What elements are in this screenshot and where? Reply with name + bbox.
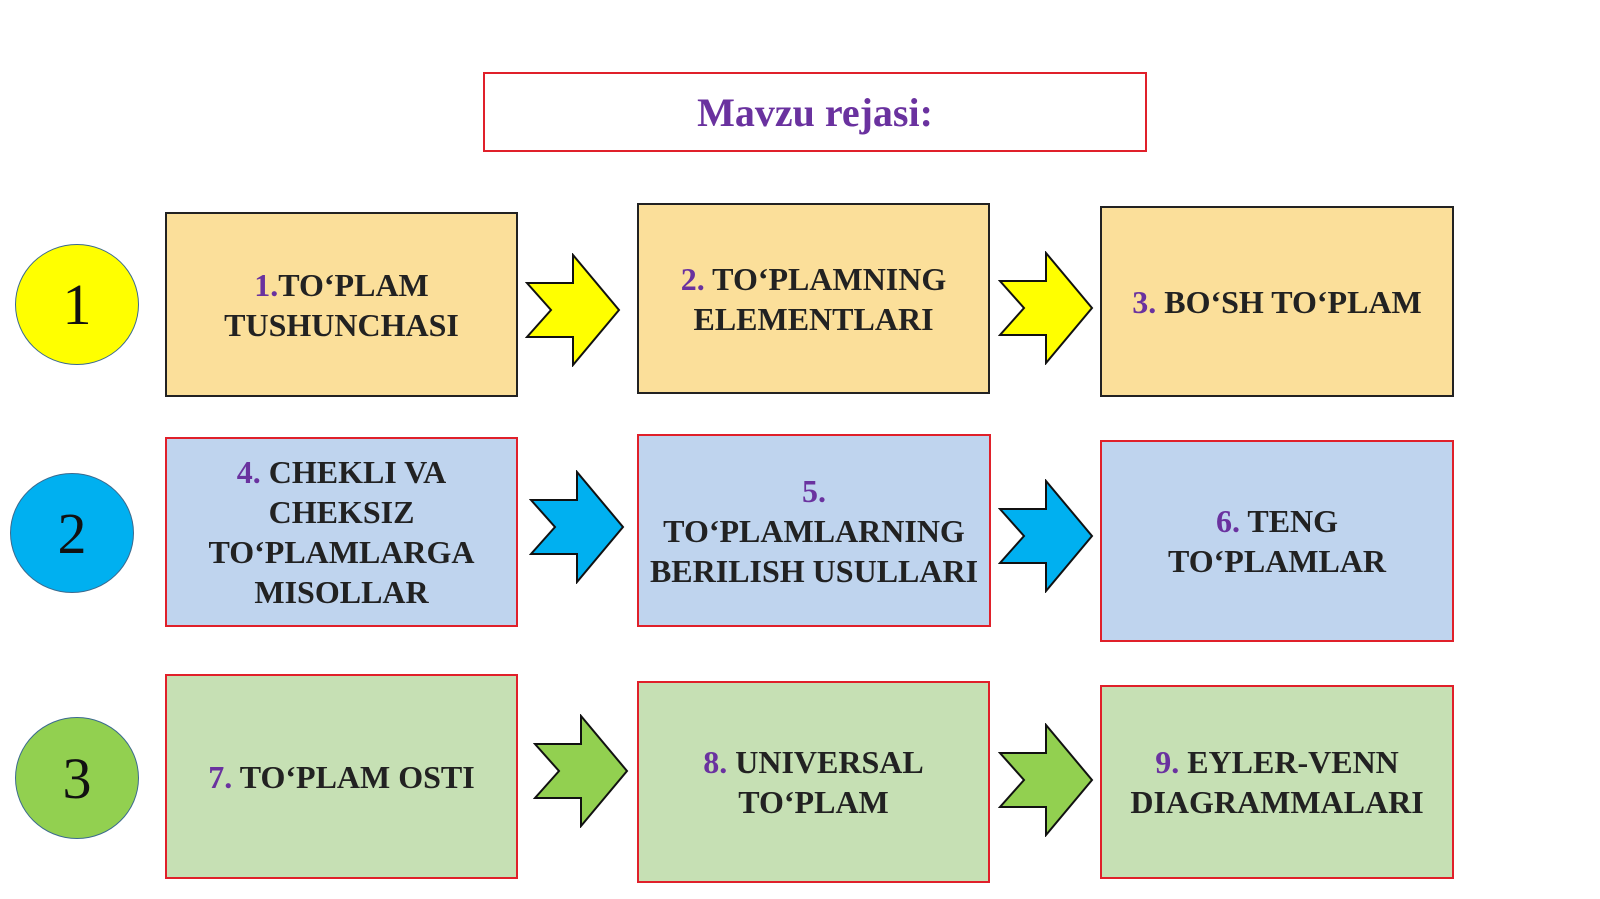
topic-box-9: 9. EYLER-VENN DIAGRAMMALARI <box>1100 685 1454 879</box>
topic-number: 3. <box>1132 283 1157 320</box>
topic-label: 6. TENG TO‘PLAMLAR <box>1112 501 1442 581</box>
topic-number: 2. <box>680 260 705 297</box>
row-number-label: 2 <box>57 500 87 566</box>
topic-text: TO‘PLAMNING ELEMENTLARI <box>693 260 947 337</box>
topic-number: 9. <box>1155 744 1180 780</box>
right-arrow-icon <box>998 723 1094 837</box>
topic-number: 6. <box>1215 503 1240 539</box>
topic-label: 9. EYLER-VENN DIAGRAMMALARI <box>1112 742 1442 822</box>
page-title: Mavzu rejasi: <box>697 89 933 135</box>
topic-number: 8. <box>703 744 728 780</box>
topic-box-6: 6. TENG TO‘PLAMLAR <box>1100 440 1454 642</box>
topic-text: CHEKLI VA CHEKSIZ TO‘PLAMLARGA MISOLLAR <box>208 454 475 610</box>
topic-box-7: 7. TO‘PLAM OSTI <box>165 674 518 879</box>
topic-box-8: 8. UNIVERSAL TO‘PLAM <box>637 681 990 883</box>
right-arrow-icon <box>533 714 629 828</box>
row-number-circle-2: 2 <box>10 473 134 593</box>
topic-text: UNIVERSAL TO‘PLAM <box>727 744 924 820</box>
topic-text: TENG TO‘PLAMLAR <box>1167 503 1387 579</box>
topic-number: 1. <box>254 266 279 303</box>
row-number-label: 3 <box>62 745 92 811</box>
right-arrow-icon <box>529 470 625 584</box>
right-arrow-icon <box>998 251 1094 365</box>
topic-text: TO‘PLAMLARNING BERILISH USULLARI <box>649 512 979 589</box>
title-box: Mavzu rejasi: <box>483 72 1147 152</box>
topic-label: 2. TO‘PLAMNING ELEMENTLARI <box>649 259 978 339</box>
topic-box-1: 1.TO‘PLAM TUSHUNCHASI <box>165 212 518 397</box>
topic-text: EYLER-VENN DIAGRAMMALARI <box>1130 744 1424 820</box>
topic-label: 1.TO‘PLAM TUSHUNCHASI <box>177 265 506 345</box>
row-number-circle-3: 3 <box>15 717 139 839</box>
topic-label: 5. TO‘PLAMLARNING BERILISH USULLARI <box>649 471 979 591</box>
topic-box-2: 2. TO‘PLAMNING ELEMENTLARI <box>637 203 990 394</box>
topic-label: 7. TO‘PLAM OSTI <box>208 757 474 797</box>
topic-label: 3. BO‘SH TO‘PLAM <box>1132 282 1422 322</box>
right-arrow-icon <box>998 479 1094 593</box>
right-arrow-icon <box>525 253 621 367</box>
topic-number: 5. <box>802 472 826 509</box>
topic-box-5: 5. TO‘PLAMLARNING BERILISH USULLARI <box>637 434 991 627</box>
row-number-label: 1 <box>62 272 92 337</box>
topic-text: BO‘SH TO‘PLAM <box>1156 283 1422 320</box>
topic-label: 4. CHEKLI VA CHEKSIZ TO‘PLAMLARGA MISOLL… <box>177 452 506 612</box>
topic-box-3: 3. BO‘SH TO‘PLAM <box>1100 206 1454 397</box>
topic-box-4: 4. CHEKLI VA CHEKSIZ TO‘PLAMLARGA MISOLL… <box>165 437 518 627</box>
row-number-circle-1: 1 <box>15 244 139 365</box>
topic-text: TO‘PLAM OSTI <box>232 758 475 795</box>
topic-number: 7. <box>208 758 233 795</box>
topic-label: 8. UNIVERSAL TO‘PLAM <box>649 742 978 822</box>
topic-text: TO‘PLAM TUSHUNCHASI <box>224 266 459 343</box>
topic-number: 4. <box>236 454 261 490</box>
